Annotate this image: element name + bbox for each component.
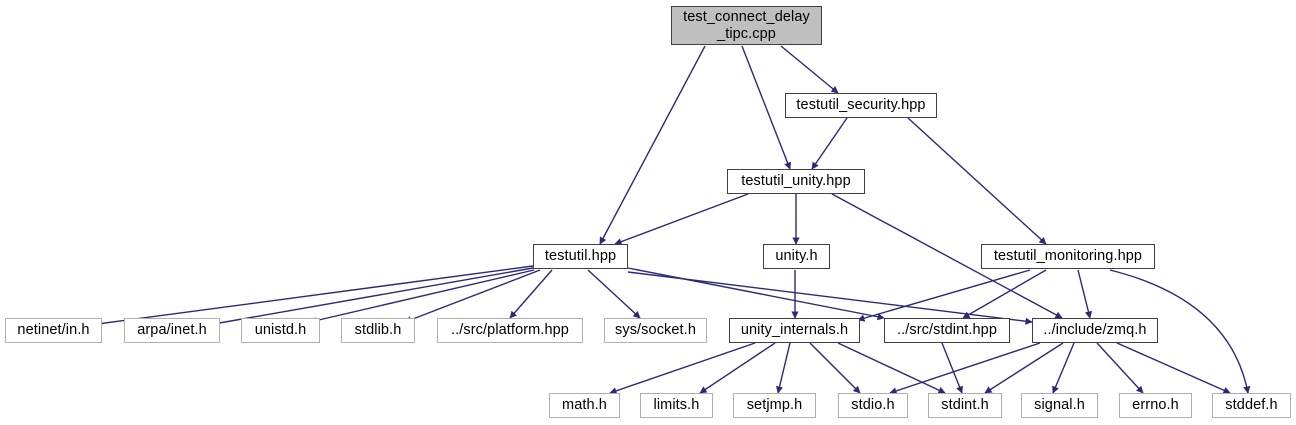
graph-node-monitoring[interactable]: testutil_monitoring.hpp <box>981 244 1155 269</box>
graph-edge-root-to-unity_hpp <box>741 45 792 170</box>
graph-edge-testutil-to-syssocket <box>587 269 641 319</box>
graph-edge-testutil-to-stdlib <box>404 269 541 324</box>
graph-node-unity_hpp[interactable]: testutil_unity.hpp <box>727 169 865 194</box>
graph-node-root[interactable]: test_connect_delay _tipc.cpp <box>671 6 822 45</box>
graph-edge-testutil-to-unistd <box>309 269 535 325</box>
graph-edge-zmq-to-errno <box>1096 342 1144 394</box>
graph-edge-unity_hpp-to-zmq <box>831 193 1063 319</box>
graph-edge-unity_int-to-limits <box>699 342 776 394</box>
graph-node-arpa[interactable]: arpa/inet.h <box>124 318 220 343</box>
graph-edge-zmq-to-stddef <box>1116 342 1231 394</box>
graph-node-syssocket[interactable]: sys/socket.h <box>604 318 707 343</box>
graph-edge-zmq-to-signal <box>1052 342 1075 394</box>
graph-edge-unity_int-to-stdint_h <box>837 342 946 394</box>
graph-edge-monitoring-to-unity_int <box>857 269 1031 322</box>
graph-edge-unity_int-to-setjmp <box>775 342 791 394</box>
graph-node-testutil[interactable]: testutil.hpp <box>533 244 628 269</box>
graph-edge-testutil-to-arpa <box>207 267 534 328</box>
graph-node-platform[interactable]: ../src/platform.hpp <box>437 318 583 343</box>
graph-edge-testutil-to-platform <box>509 269 553 319</box>
graph-edge-unity_int-to-math <box>609 342 756 395</box>
graph-edge-testutil-to-stdint_hpp <box>627 267 885 321</box>
graph-edge-monitoring-to-stdint_hpp <box>962 269 1047 319</box>
graph-edge-root-to-security <box>780 45 839 94</box>
graph-edge-testutil-to-zmq <box>627 271 1033 325</box>
graph-node-math[interactable]: math.h <box>549 393 620 418</box>
graph-node-zmq[interactable]: ../include/zmq.h <box>1032 318 1158 343</box>
graph-edge-root-to-testutil <box>599 45 706 245</box>
edge-group <box>89 45 1251 395</box>
graph-edge-zmq-to-stdio <box>889 342 1041 395</box>
graph-node-stdint_hpp[interactable]: ../src/stdint.hpp <box>884 318 1010 343</box>
graph-node-unity_h[interactable]: unity.h <box>763 244 830 269</box>
graph-node-unistd[interactable]: unistd.h <box>241 318 320 343</box>
graph-node-netinet[interactable]: netinet/in.h <box>5 318 102 343</box>
graph-node-stdint_h[interactable]: stdint.h <box>928 393 1002 418</box>
graph-edge-security-to-unity_hpp <box>811 117 848 170</box>
graph-node-stdlib[interactable]: stdlib.h <box>341 318 415 343</box>
graph-node-signal[interactable]: signal.h <box>1021 393 1098 418</box>
graph-node-limits[interactable]: limits.h <box>640 393 713 418</box>
graph-node-security[interactable]: testutil_security.hpp <box>785 93 937 118</box>
graph-edge-stdint_hpp-to-stdint_h <box>941 342 963 394</box>
graph-edge-monitoring-to-stddef <box>1109 269 1251 394</box>
graph-node-unity_int[interactable]: unity_internals.h <box>729 318 860 343</box>
graph-edge-unity_int-to-stdio <box>809 342 861 394</box>
graph-node-stddef[interactable]: stddef.h <box>1212 393 1291 418</box>
graph-node-setjmp[interactable]: setjmp.h <box>733 393 816 418</box>
graph-edge-unity_hpp-to-testutil <box>614 193 749 246</box>
graph-edge-zmq-to-stdint_h <box>984 342 1064 394</box>
graph-node-errno[interactable]: errno.h <box>1119 393 1192 418</box>
graph-edge-monitoring-to-zmq <box>1077 269 1092 319</box>
graph-node-stdio[interactable]: stdio.h <box>838 393 908 418</box>
graph-edge-security-to-monitoring <box>907 117 1047 245</box>
graph-edge-testutil-to-netinet <box>89 265 534 328</box>
